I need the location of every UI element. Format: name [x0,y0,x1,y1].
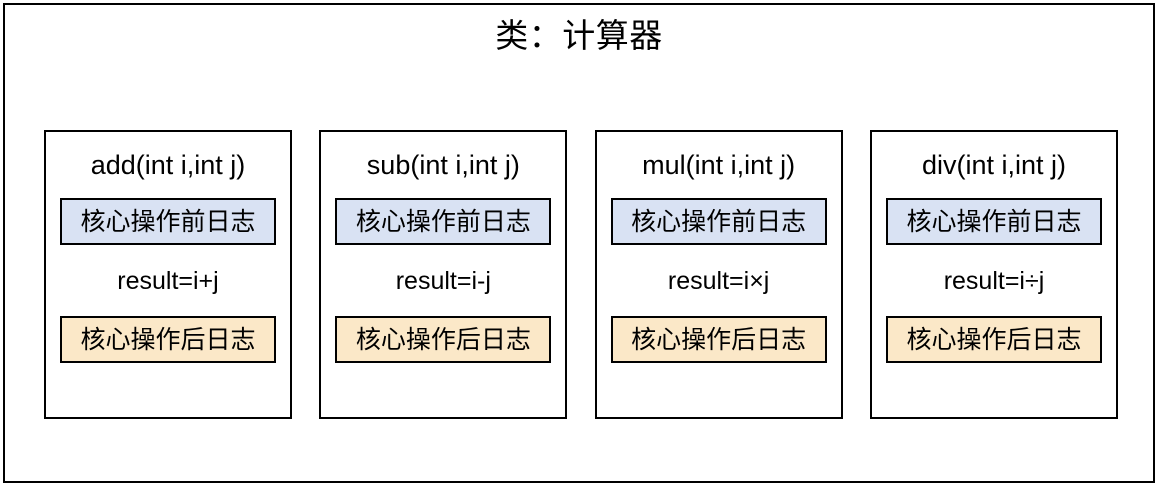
post-operation-log-box: 核心操作后日志 [335,316,552,363]
pre-operation-log-box: 核心操作前日志 [335,198,552,245]
core-operation-text: result=i×j [667,267,770,295]
method-box-add: add(int i,int j) 核心操作前日志 result=i+j 核心操作… [44,130,292,419]
core-operation-text: result=i+j [117,267,219,295]
pre-operation-log-box: 核心操作前日志 [60,198,276,245]
class-frame: 类：计算器 add(int i,int j) 核心操作前日志 result=i+… [3,3,1155,483]
class-title: 类：计算器 [495,17,663,54]
method-signature: sub(int i,int j) [366,150,520,180]
post-operation-log-box: 核心操作后日志 [885,316,1102,363]
method-box-div: div(int i,int j) 核心操作前日志 result=i÷j 核心操作… [869,130,1118,419]
method-boxes-row: add(int i,int j) 核心操作前日志 result=i+j 核心操作… [44,130,1118,419]
method-box-mul: mul(int i,int j) 核心操作前日志 result=i×j 核心操作… [594,130,843,419]
method-signature: div(int i,int j) [921,150,1066,180]
core-operation-text: result=i÷j [943,267,1045,295]
pre-operation-log-box: 核心操作前日志 [610,198,827,245]
method-box-sub: sub(int i,int j) 核心操作前日志 result=i-j 核心操作… [319,130,568,419]
method-signature: mul(int i,int j) [642,150,796,180]
core-operation-text: result=i-j [395,267,491,295]
post-operation-log-box: 核心操作后日志 [60,316,276,363]
method-signature: add(int i,int j) [90,150,246,180]
post-operation-log-box: 核心操作后日志 [610,316,827,363]
pre-operation-log-box: 核心操作前日志 [885,198,1102,245]
